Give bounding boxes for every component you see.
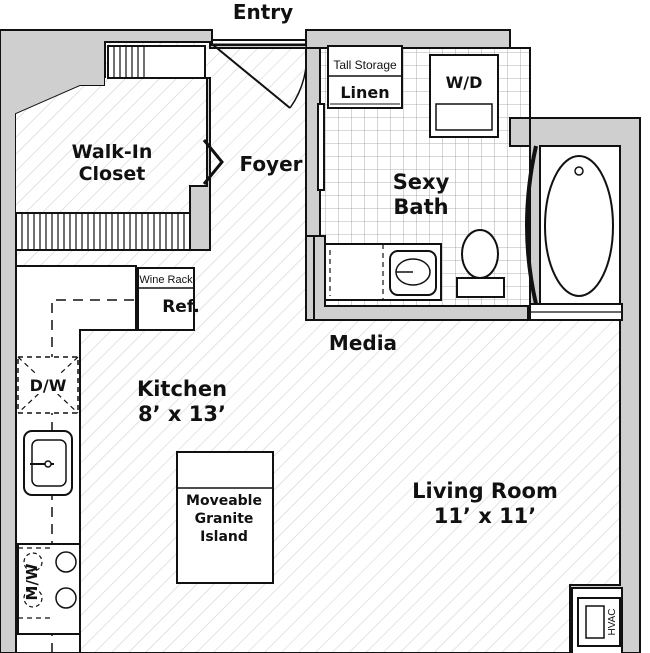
tub-wall xyxy=(509,117,531,147)
closet-shelving-top xyxy=(107,45,206,79)
toilet xyxy=(456,229,505,298)
dishwasher-label: D/W xyxy=(30,376,67,395)
linen-label: Linen xyxy=(340,83,389,102)
island-label-1: Moveable xyxy=(186,493,262,509)
closet-partition-wall xyxy=(189,77,211,251)
bathtub xyxy=(539,145,621,305)
entry-label: Entry xyxy=(233,0,293,24)
shower-curtain xyxy=(525,145,538,305)
foyer-label: Foyer xyxy=(239,152,302,176)
washer-dryer-label: W/D xyxy=(446,73,483,92)
media-label: Media xyxy=(329,331,397,355)
bath-pocket-door[interactable] xyxy=(317,103,325,191)
kitchen-size-label: 8’ x 13’ xyxy=(138,402,226,426)
walk-in-closet-label-1: Walk-In xyxy=(72,141,153,163)
bath-label-2: Bath xyxy=(393,195,448,219)
hvac-label: HVAC xyxy=(607,608,618,635)
walk-in-closet-floor xyxy=(16,78,207,215)
wine-rack-label: Wine Rack xyxy=(139,274,193,286)
closet-bifold-door xyxy=(202,139,224,185)
kitchen-counter-dash xyxy=(51,299,136,653)
living-room-size-label: 11’ x 11’ xyxy=(434,504,537,528)
linen-closet xyxy=(327,45,403,109)
refrigerator-label: Ref. xyxy=(162,297,200,317)
dishwasher xyxy=(17,356,79,414)
island-label-3: Island xyxy=(200,529,248,545)
bath-window xyxy=(529,303,623,321)
island-label-2: Granite xyxy=(195,511,254,527)
microwave-label: M/W xyxy=(23,563,41,600)
refrigerator xyxy=(137,267,195,331)
washer-dryer xyxy=(429,54,499,138)
walk-in-closet-label-2: Closet xyxy=(79,163,146,185)
bath-bottom-wall xyxy=(313,235,529,321)
tall-storage-label: Tall Storage xyxy=(333,58,397,72)
bath-label-1: Sexy xyxy=(393,170,450,194)
living-room-label: Living Room xyxy=(412,479,558,503)
stove xyxy=(17,543,81,635)
kitchen-sink xyxy=(23,430,73,496)
bath-vanity xyxy=(324,243,442,301)
hvac-unit xyxy=(577,597,621,647)
kitchen-label: Kitchen xyxy=(137,377,227,401)
closet-shelving-bottom xyxy=(15,212,207,251)
kitchen-island xyxy=(176,451,274,584)
